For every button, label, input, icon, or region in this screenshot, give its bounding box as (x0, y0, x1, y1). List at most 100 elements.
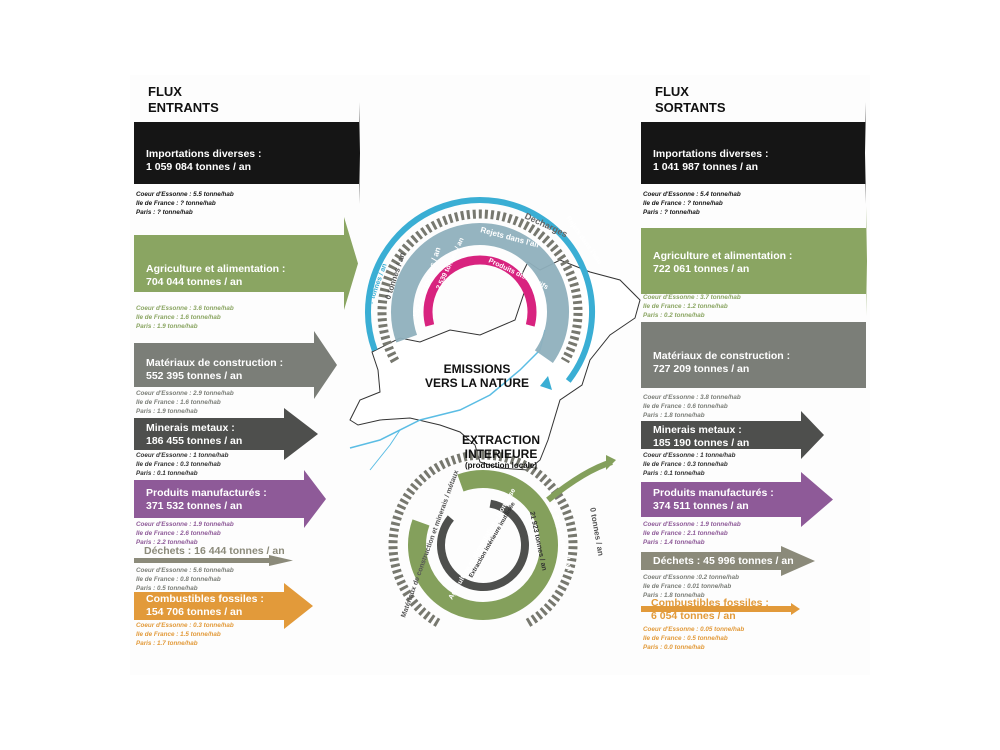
ring-materiaux-minerais (388, 450, 578, 627)
flow-arrow-shape (134, 470, 326, 528)
flux-sortants-title: FLUX SORTANTS (655, 84, 726, 116)
arrow-body (641, 102, 866, 204)
flow-name: Matériaux de construction : (653, 350, 791, 362)
arrow-body (641, 300, 866, 410)
stat-line: Ile de France : 1.5 tonne/hab (136, 631, 221, 638)
label-materiaux-value: 0 tonnes / an (588, 507, 605, 557)
stat-line: Coeur d'Essonne : 1.9 tonne/hab (136, 521, 234, 528)
stat-line: Coeur d'Essonne : 3.7 tonne/hab (643, 294, 741, 301)
arrow-body (641, 472, 833, 527)
stat-line: Coeur d'Essonne : 0.05 tonne/hab (643, 626, 745, 633)
emissions-line: VERS LA NATURE (425, 376, 530, 390)
flow-name: Minerais metaux : (653, 424, 742, 436)
stat-line: Coeur d'Essonne : 5.5 tonne/hab (136, 191, 234, 198)
flow-name: Produits manufacturés : (653, 487, 774, 499)
flow-name: Déchets : 45 996 tonnes / an (653, 555, 794, 567)
flow-value: 704 044 tonnes / an (146, 276, 243, 288)
flow-value: 722 061 tonnes / an (653, 263, 750, 275)
stat-line: Paris : 0.1 tonne/hab (643, 470, 705, 477)
stat-line: Coeur d'Essonne : 3.8 tonne/hab (643, 394, 741, 401)
flow-value: 1 059 084 tonnes / an (146, 161, 252, 173)
flow-value: 154 706 tonnes / an (146, 606, 243, 618)
stat-line: Coeur d'Essonne : 0.3 tonne/hab (136, 622, 234, 629)
flux-entrants-title: FLUX ENTRANTS (148, 84, 219, 116)
stat-line: Paris : 1.8 tonne/hab (643, 592, 705, 599)
emissions-label: EMISSIONS VERS LA NATURE (425, 362, 529, 390)
flow-name: Minerais metaux : (146, 422, 235, 434)
extraction-out-arrowhead (606, 455, 616, 470)
arrow-body (641, 603, 800, 615)
stat-line: Paris : ? tonne/hab (643, 209, 700, 216)
flow-name: Déchets : 16 444 tonnes / an (144, 545, 285, 557)
flow-name: Importations diverses : (653, 148, 769, 160)
river-tributary (369, 429, 401, 471)
stat-line: Paris : 0.1 tonne/hab (136, 470, 198, 477)
stat-line: Paris : 1.7 tonne/hab (136, 640, 198, 647)
flow-name: Importations diverses : (146, 148, 262, 160)
flow-label: Déchets : 16 444 tonnes / an (144, 545, 285, 558)
flow-value: 552 395 tonnes / an (146, 370, 243, 382)
flow-label: Produits manufacturés :374 511 tonnes / … (653, 487, 774, 513)
flow-value: 1 041 987 tonnes / an (653, 161, 759, 173)
stat-line: Paris : 0.5 tonne/hab (136, 585, 198, 592)
flow-arrow-shape (134, 331, 337, 399)
flow-name: Produits manufacturés : (146, 487, 267, 499)
flow-label: Combustibles fossiles :154 706 tonnes / … (146, 593, 264, 619)
stat-line: Paris : 1.9 tonne/hab (136, 408, 198, 415)
ring-agriculture-biomasse (408, 470, 558, 620)
stat-line: Paris : 0.2 tonne/hab (643, 312, 705, 319)
flow-name: Combustibles fossiles : (651, 597, 769, 609)
stat-line: Coeur d'Essonne : 1 tonne/hab (643, 452, 736, 459)
stat-line: Ile de France : 0.8 tonne/hab (136, 576, 221, 583)
title-line: FLUX (655, 84, 689, 99)
ring-rejets-air (391, 223, 569, 364)
stat-line: Coeur d'Essonne : 3.6 tonne/hab (136, 305, 234, 312)
arrow-body (134, 102, 360, 204)
extraction-out-arrow (546, 459, 613, 503)
stat-line: Coeur d'Essonne : 1 tonne/hab (136, 452, 229, 459)
stat-line: Ile de France : 0.3 tonne/hab (643, 461, 728, 468)
stat-line: Coeur d'Essonne :0.2 tonne/hab (643, 574, 739, 581)
flow-label: Minerais metaux :186 455 tonnes / an (146, 422, 242, 448)
stat-line: Coeur d'Essonne : 5.6 tonne/hab (136, 567, 234, 574)
arrow-body (134, 583, 313, 629)
flow-arrow-shape (134, 217, 358, 310)
arrow-body (134, 217, 358, 310)
flow-arrow-shape (641, 300, 866, 410)
stat-line: Coeur d'Essonne : 2.9 tonne/hab (136, 390, 234, 397)
flow-name: Matériaux de construction : (146, 357, 284, 369)
arrow-body (134, 331, 337, 399)
title-line: FLUX (148, 84, 182, 99)
ring-decharges (377, 209, 583, 364)
flow-value: 374 511 tonnes / an (653, 500, 749, 512)
stat-line: Coeur d'Essonne : 5.4 tonne/hab (643, 191, 741, 198)
arrow-body (641, 206, 867, 316)
arrow-body (641, 411, 824, 459)
flow-arrow-shape (134, 102, 360, 204)
extraction-line: EXTRACTION (462, 433, 540, 447)
stat-line: Paris : 0.0 tonne/hab (643, 644, 705, 651)
emissions-line: EMISSIONS (443, 362, 511, 376)
flow-label: Minerais metaux :185 190 tonnes / an (653, 424, 749, 450)
ring-produits-dissipatifs (423, 255, 537, 327)
stat-line: Ile de France : ? tonne/hab (643, 200, 723, 207)
stat-line: Paris : 1.8 tonne/hab (643, 412, 705, 419)
flow-arrow-shape (641, 411, 824, 459)
flow-arrow-shape (134, 583, 313, 629)
flow-value: 371 532 tonnes / an (146, 500, 243, 512)
flow-name: Agriculture et alimentation : (653, 250, 793, 262)
label-extraction-inutilisee: Extraction intérieure inutilisée (469, 501, 518, 579)
stat-line: Paris : 2.2 tonne/hab (136, 539, 198, 546)
stat-line: Ile de France : ? tonne/hab (136, 200, 216, 207)
flow-arrow-shape (641, 472, 833, 527)
flow-name: Agriculture et alimentation : (146, 263, 286, 275)
